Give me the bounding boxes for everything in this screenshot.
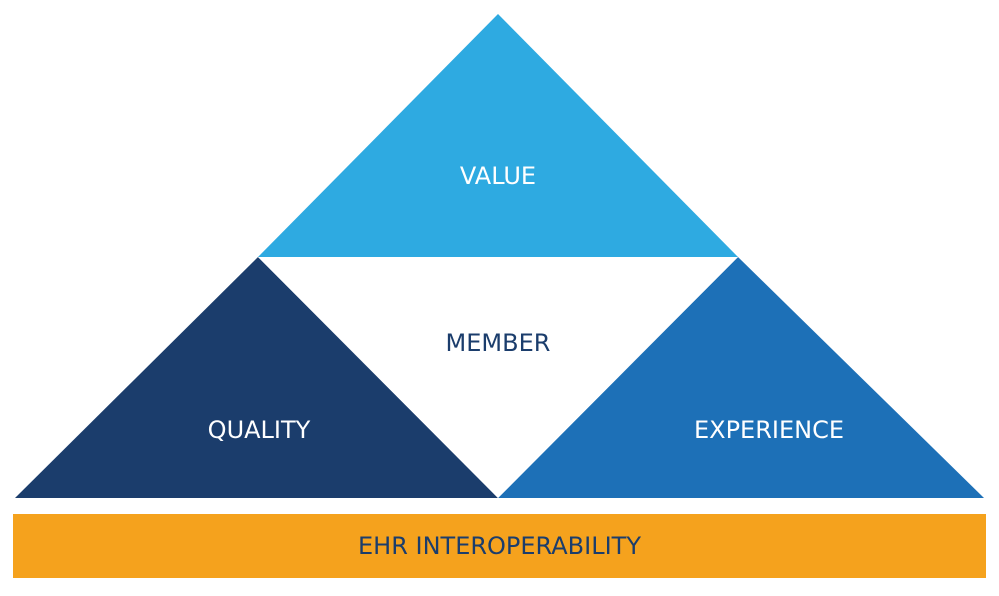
ehr-interoperability-label: EHR INTEROPERABILITY <box>357 532 641 560</box>
quality-triangle <box>15 257 498 498</box>
experience-label: EXPERIENCE <box>694 416 844 444</box>
member-label: MEMBER <box>446 329 551 357</box>
member-triangle <box>258 257 738 498</box>
value-triangle <box>258 14 738 257</box>
value-label: VALUE <box>460 162 536 190</box>
quality-label: QUALITY <box>208 416 311 444</box>
ehr-interoperability-bar: EHR INTEROPERABILITY <box>13 514 986 578</box>
experience-triangle <box>498 257 984 498</box>
